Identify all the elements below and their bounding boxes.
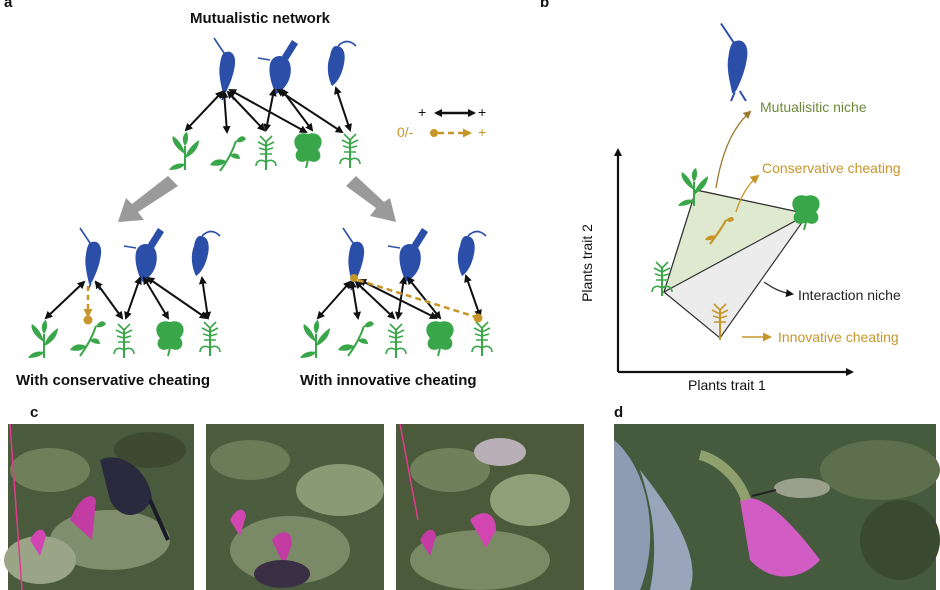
plant-icon	[293, 132, 323, 169]
niche-diagram	[614, 22, 854, 376]
interaction-niche-label: Interaction niche	[798, 287, 901, 303]
plant-icon	[155, 320, 185, 357]
legend	[430, 109, 476, 138]
hummingbird-icon	[257, 39, 299, 95]
plant-icon	[337, 320, 375, 357]
legend-mutualism-left-sign: +	[418, 104, 427, 120]
mutualistic-niche-label: Mutualisitic niche	[760, 99, 867, 115]
hummingbird-icon	[327, 40, 357, 87]
innovative-cheating-network	[299, 227, 493, 359]
panel-a-letter: a	[4, 0, 13, 11]
legend-mutualism-right-sign: +	[478, 104, 487, 120]
plant-icon	[425, 320, 455, 357]
plant-icon	[255, 135, 277, 171]
legend-cheating-left-sign: 0/-	[397, 124, 414, 140]
conservative-cheating-network	[27, 227, 221, 359]
plant-icon	[27, 319, 59, 359]
cheating-dot	[430, 129, 438, 137]
photo-c3	[396, 423, 584, 590]
plant-icon	[471, 321, 493, 357]
conservative-cheating-caption: With conservative cheating	[16, 372, 211, 389]
photo-c1	[4, 423, 194, 590]
photo-d	[614, 424, 940, 590]
hummingbird-icon	[191, 230, 221, 277]
x-axis-label: Plants trait 1	[688, 377, 766, 393]
innovative-cheating-label: Innovative cheating	[778, 329, 899, 345]
hummingbird-icon	[387, 227, 429, 283]
plant-icon	[299, 319, 331, 359]
conservative-cheater-plant-icon	[705, 217, 734, 245]
panel-d-letter: d	[614, 404, 624, 421]
plant-icon	[209, 135, 247, 172]
conservative-cheating-label: Conservative cheating	[762, 160, 901, 176]
photo-c2	[206, 424, 384, 590]
plant-icon	[199, 321, 221, 357]
panel-c-letter: c	[30, 404, 39, 421]
plant-icon	[168, 131, 200, 171]
plant-icon	[69, 320, 107, 357]
hummingbird-icon	[457, 230, 487, 277]
top-network	[168, 37, 361, 172]
hummingbird-icon	[123, 227, 165, 283]
split-arrows	[118, 176, 396, 222]
mutualistic-network-title: Mutualistic network	[190, 10, 331, 27]
legend-cheating-right-sign: +	[478, 124, 487, 140]
plant-icon	[385, 323, 407, 359]
panel-b-letter: b	[540, 0, 550, 11]
innovative-cheating-caption: With innovative cheating	[300, 372, 477, 389]
innovative-cheater-plant-icon	[711, 303, 729, 340]
hummingbird-icon	[79, 227, 102, 291]
y-axis-label: Plants trait 2	[578, 224, 595, 302]
plant-icon	[113, 323, 135, 359]
mutualistic-niche-area	[662, 189, 810, 294]
plant-icon	[339, 133, 361, 169]
hummingbird-icon	[720, 22, 749, 102]
